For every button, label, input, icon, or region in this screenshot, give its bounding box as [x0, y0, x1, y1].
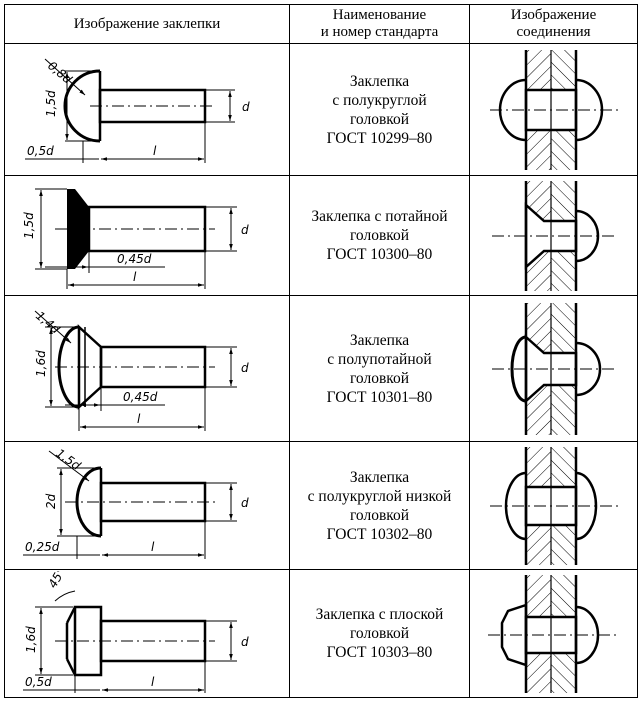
semi-countersunk-rivet-drawing: d 1,6d 1,4d 0,45d l [33, 308, 249, 431]
dim-head-height: 1,5d [22, 211, 36, 238]
joint-drawing [469, 441, 638, 570]
dim-dia: d [241, 361, 249, 375]
header-standard: Наименование и номер стандарта [289, 4, 470, 44]
table-row: d 45° 1,6d 0,5d l Заклепка с плоской гол… [4, 569, 638, 698]
header-standard-line2: и номер стандарта [320, 24, 439, 40]
dim-offset: 0,5d [25, 675, 52, 689]
rivet-drawing: d 1,6d 1,4d 0,45d l [4, 295, 290, 442]
dim-chamfer: 0,45d [117, 252, 152, 266]
table-row: d 1,5d 0,8d 0,5d l Заклепка с полукругло… [4, 43, 638, 176]
round-head-rivet-drawing: d 1,5d 0,8d 0,5d l [25, 58, 250, 163]
dim-angle: 45° [45, 571, 68, 591]
header-joint-line2: соединения [516, 24, 591, 40]
header-rivet-image: Изображение заклепки [4, 4, 290, 44]
joint-drawing [469, 43, 638, 176]
dim-length: l [151, 675, 155, 689]
dim-offset: 0,25d [25, 540, 60, 554]
rivet-name-line: Заклепка с потайной [311, 208, 448, 225]
rivet-name-line: с полукруглой низкой [307, 487, 452, 505]
dim-head-height: 2d [44, 493, 58, 509]
rivet-drawing: d 2d 1,5d 0,25d l [4, 441, 290, 570]
dim-dia: d [241, 496, 249, 510]
flat-head-rivet-drawing: d 45° 1,6d 0,5d l [23, 571, 249, 693]
dim-dia: d [242, 100, 250, 114]
rivet-name-cell: Заклепка с полупотайной головкой ГОСТ 10… [289, 295, 470, 442]
table-row: d 2d 1,5d 0,25d l Заклепка с полукруглой… [4, 441, 638, 570]
header-joint-image: Изображение соединения [469, 4, 638, 44]
dim-head-height: 1,6d [24, 625, 38, 652]
semi-countersunk-joint-drawing [492, 302, 616, 435]
rivet-name-line: ГОСТ 10301–80 [326, 388, 433, 406]
countersunk-rivet-drawing: d 1,5d 0,45d l [22, 188, 249, 289]
dim-length: l [137, 412, 141, 426]
rivet-name-line: головкой [349, 625, 410, 642]
dim-dia: d [241, 223, 249, 237]
dim-head-radius: 1,4d [33, 308, 63, 336]
round-head-joint-drawing [490, 49, 618, 170]
flat-head-joint-drawing [488, 574, 618, 693]
dim-length: l [133, 270, 137, 284]
joint-drawing [469, 569, 638, 698]
rivet-name-line: ГОСТ 10299–80 [326, 129, 433, 147]
rivet-name-cell: Заклепка с полукруглой низкой головкой Г… [289, 441, 470, 570]
rivet-name-line: головкой [349, 110, 410, 128]
rivet-name-line: ГОСТ 10300–80 [326, 246, 433, 263]
rivet-name-line: Заклепка с плоской [315, 606, 444, 623]
joint-drawing [469, 295, 638, 442]
header-standard-line1: Наименование [332, 7, 427, 23]
dim-length: l [153, 144, 157, 158]
rivet-drawing: d 1,5d 0,8d 0,5d l [4, 43, 290, 176]
countersunk-joint-drawing [492, 180, 616, 291]
rivet-name-line: Заклепка [349, 468, 410, 486]
rivet-name-line: Заклепка [349, 72, 410, 90]
table-row: d 1,6d 1,4d 0,45d l Заклепка с полупотай… [4, 295, 638, 442]
rivet-name-cell: Заклепка с плоской головкой ГОСТ 10303–8… [289, 569, 470, 698]
rivet-name-line: головкой [349, 227, 410, 244]
low-round-head-rivet-drawing: d 2d 1,5d 0,25d l [23, 445, 249, 559]
rivet-name-cell: Заклепка с полукруглой головкой ГОСТ 102… [289, 43, 470, 176]
rivet-name-line: с полупотайной [327, 350, 432, 368]
rivet-name-line: с полукруглой [332, 91, 427, 109]
dim-chamfer: 0,45d [123, 390, 158, 404]
rivet-name-line: головкой [349, 506, 410, 524]
rivet-name-line: Заклепка [349, 331, 410, 349]
dim-head-height: 1,6d [34, 349, 48, 376]
dim-length: l [151, 540, 155, 554]
header-joint-line1: Изображение [510, 7, 597, 23]
dim-head-radius: 1,5d [53, 445, 83, 472]
table-header-row: Изображение заклепки Наименование и номе… [4, 4, 638, 44]
dim-head-height: 1,5d [44, 89, 58, 116]
low-round-head-joint-drawing [490, 446, 618, 565]
rivet-name-line: головкой [349, 369, 410, 387]
rivet-name-cell: Заклепка с потайной головкой ГОСТ 10300–… [289, 175, 470, 296]
rivet-name-line: ГОСТ 10302–80 [326, 525, 433, 543]
dim-dia: d [241, 635, 249, 649]
dim-offset: 0,5d [27, 144, 54, 158]
rivet-name-line: ГОСТ 10303–80 [326, 644, 433, 661]
rivet-drawing: d 1,5d 0,45d l [4, 175, 290, 296]
rivet-drawing: d 45° 1,6d 0,5d l [4, 569, 290, 698]
table-row: d 1,5d 0,45d l Заклепка с потайной голов… [4, 175, 638, 296]
joint-drawing [469, 175, 638, 296]
rivet-table: Изображение заклепки Наименование и номе… [4, 4, 638, 698]
header-rivet-image-label: Изображение заклепки [73, 15, 221, 32]
